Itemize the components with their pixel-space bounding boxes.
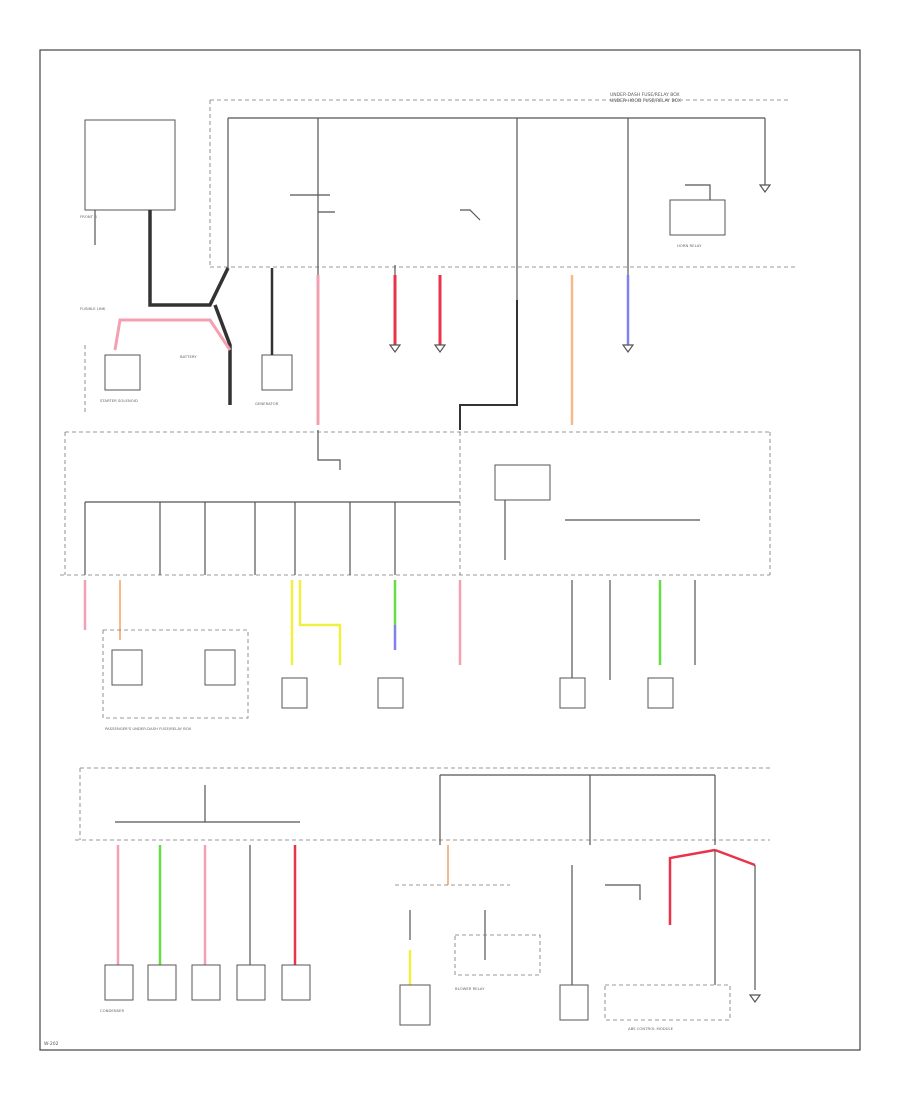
ground-blue: [621, 344, 635, 354]
diagram-frame: [39, 49, 861, 1051]
horn-relay-label: HORN RELAY: [677, 243, 702, 248]
blower-relay-outline: [454, 934, 541, 976]
passenger-box-label: PASSENGER'S UNDER-DASH FUSE/RELAY BOX: [105, 726, 191, 731]
wire-black-right: [459, 300, 518, 430]
battery-label: BATTERY: [180, 354, 197, 359]
abs-module-outline: [604, 984, 731, 1021]
ground-red-2: [433, 344, 447, 354]
mid-relay-box: [494, 464, 551, 501]
bottom-right-ground: [748, 994, 762, 1004]
blower-relay-box: [399, 984, 431, 1026]
horn-relay-feed: [685, 184, 711, 200]
relay-b: [204, 649, 236, 686]
abs-sub-wire: [605, 884, 641, 900]
top-sub-wire-3: [460, 209, 481, 221]
horn-relay-box: [669, 199, 726, 236]
bottom-box-5: [281, 964, 311, 1001]
component-2: [377, 677, 404, 709]
wire-red-5: [714, 848, 756, 867]
component-1: [281, 677, 308, 709]
component-4: [647, 677, 674, 709]
front-fuse-box: [84, 119, 176, 211]
fusible-link-label: FUSIBLE LINK: [80, 306, 106, 311]
wire-red-4: [668, 848, 716, 925]
bottom-box-3: [191, 964, 221, 1001]
top-right-label-1: UNDER-DASH FUSE/RELAY BOX: [610, 92, 680, 98]
ground-red-1: [388, 344, 402, 354]
generator-box: [261, 354, 293, 391]
abs-fuse-box: [559, 984, 589, 1021]
front-ground-label: FRONT G: [80, 214, 97, 219]
battery-cable: [148, 210, 230, 307]
top-right-label-2: UNDER-HOOD FUSE/RELAY BOX: [610, 98, 681, 104]
corner-tag: W-202: [44, 1041, 59, 1047]
abs-control-label: ABS CONTROL MODULE: [628, 1026, 674, 1031]
component-3: [559, 677, 586, 709]
fusible-link-wire: [113, 318, 232, 351]
relay-a: [111, 649, 143, 686]
bottom-box-4: [236, 964, 266, 1001]
wire-yellow-2: [298, 580, 342, 665]
blower-relay-label: BLOWER RELAY: [455, 986, 485, 991]
generator-label: GENERATOR: [255, 401, 279, 406]
passenger-relay-box: [102, 629, 249, 719]
bottom-box-2: [147, 964, 177, 1001]
starter-solenoid-box: [104, 354, 141, 391]
condenser-label: CONDENSER: [100, 1008, 124, 1013]
starter-solenoid-label: STARTER SOLENOID: [100, 398, 138, 403]
battery-cable-2: [213, 304, 232, 405]
condenser-fan-box: [104, 964, 134, 1001]
top-right-ground: [758, 184, 772, 194]
mid-relay-wire: [317, 430, 341, 470]
